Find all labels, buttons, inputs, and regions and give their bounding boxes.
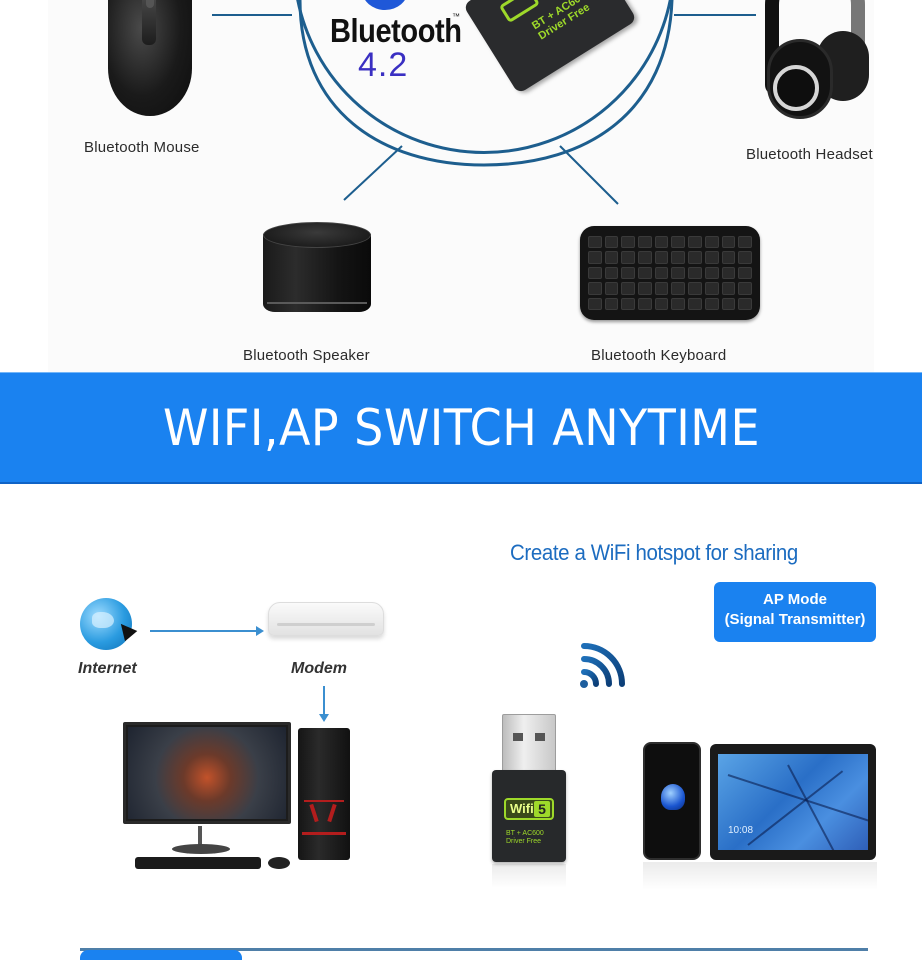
keyboard-key [604, 236, 619, 249]
tablet-image: 10:08 [710, 744, 876, 860]
desktop-monitor-image [123, 722, 291, 824]
adapter-text: BT + AC600 Driver Free [530, 0, 593, 43]
wifi5-badge: Wifi 5 [504, 798, 554, 820]
connection-diagram-lines [212, 0, 756, 205]
modem-label: Modem [291, 660, 347, 677]
keyboard-key [604, 297, 619, 310]
keyboard-key [671, 236, 686, 249]
keyboard-key [688, 297, 702, 310]
keyboard-key [654, 251, 669, 264]
keyboard-key [738, 236, 752, 249]
keyboard-key [638, 251, 652, 264]
keyboard-key [688, 266, 702, 280]
keyboard-key [738, 297, 752, 310]
keyboard-key [654, 236, 669, 249]
keyboard-key [721, 266, 736, 280]
device-label-headset: Bluetooth Headset [746, 146, 873, 163]
keyboard-key [621, 236, 636, 249]
usb-wifi-adapter-image: Wifi 5 BT + AC600 Driver Free [492, 770, 566, 862]
pc-keyboard-image [135, 857, 261, 869]
keyboard-key [654, 266, 669, 280]
keyboard-key [688, 236, 702, 249]
keyboard-key [621, 282, 636, 295]
device-label-keyboard: Bluetooth Keyboard [591, 347, 727, 364]
keyboard-key [704, 282, 719, 295]
bluetooth-logo-text: Bluetooth [330, 12, 462, 49]
keyboard-key [604, 266, 619, 280]
bluetooth-logo-circle [362, 0, 408, 10]
smartphone-image [643, 742, 701, 860]
keyboard-keys [588, 236, 752, 310]
keyboard-key [671, 282, 686, 295]
keyboard-key [638, 236, 652, 249]
next-section-tab [80, 950, 242, 960]
keyboard-key [588, 236, 602, 249]
internet-globe-icon [80, 598, 132, 650]
keyboard-key [704, 297, 719, 310]
device-label-speaker: Bluetooth Speaker [243, 347, 370, 364]
keyboard-key [588, 251, 602, 264]
arrow-right-icon [150, 626, 264, 636]
keyboard-key [638, 282, 652, 295]
keyboard-key [738, 282, 752, 295]
keyboard-key [704, 266, 719, 280]
keyboard-key [604, 282, 619, 295]
section-divider [80, 948, 868, 951]
keyboard-key [604, 251, 619, 264]
keyboard-key [721, 282, 736, 295]
bluetooth-version: 4.2 [358, 46, 409, 84]
modem-image [268, 602, 384, 636]
bluetooth-headset-image [765, 0, 885, 125]
keyboard-key [704, 251, 719, 264]
keyboard-key [721, 251, 736, 264]
keyboard-key [704, 236, 719, 249]
keyboard-key [638, 297, 652, 310]
keyboard-key [621, 266, 636, 280]
bluetooth-keyboard-image [580, 226, 760, 320]
ap-mode-badge: AP Mode (Signal Transmitter) [714, 582, 876, 642]
internet-label: Internet [78, 660, 137, 677]
adapter-text: BT + AC600 Driver Free [506, 830, 544, 845]
keyboard-key [671, 251, 686, 264]
trademark-symbol: ™ [452, 12, 460, 21]
keyboard-key [738, 266, 752, 280]
arrow-down-icon [319, 686, 329, 722]
phone-logo-icon [661, 784, 685, 810]
device-label-mouse: Bluetooth Mouse [84, 139, 200, 156]
keyboard-key [621, 297, 636, 310]
keyboard-key [721, 297, 736, 310]
keyboard-key [621, 251, 636, 264]
keyboard-key [688, 282, 702, 295]
bluetooth-devices-section: Bluetooth ™ 4.2 BT + AC600 Driver Free B… [0, 0, 922, 372]
feature-banner: WIFI,AP SWITCH ANYTIME [0, 372, 922, 484]
keyboard-key [654, 297, 669, 310]
bluetooth-mouse-image [108, 0, 192, 116]
tablet-clock: 10:08 [728, 825, 754, 836]
banner-title: WIFI,AP SWITCH ANYTIME [162, 398, 760, 457]
wifi-signal-icon [580, 643, 625, 688]
keyboard-key [588, 282, 602, 295]
scroll-wheel [146, 0, 154, 8]
keyboard-key [588, 297, 602, 310]
keyboard-key [671, 297, 686, 310]
hotspot-title: Create a WiFi hotspot for sharing [510, 540, 798, 565]
pc-tower-image [298, 728, 350, 860]
keyboard-key [721, 236, 736, 249]
keyboard-key [738, 251, 752, 264]
keyboard-key [654, 282, 669, 295]
pc-mouse-image [268, 857, 290, 869]
keyboard-key [688, 251, 702, 264]
keyboard-key [638, 266, 652, 280]
wifi-ap-section: Create a WiFi hotspot for sharing AP Mod… [0, 484, 922, 960]
keyboard-key [671, 266, 686, 280]
keyboard-key [588, 266, 602, 280]
usb-connector [502, 714, 556, 772]
bluetooth-speaker-image [263, 222, 371, 316]
